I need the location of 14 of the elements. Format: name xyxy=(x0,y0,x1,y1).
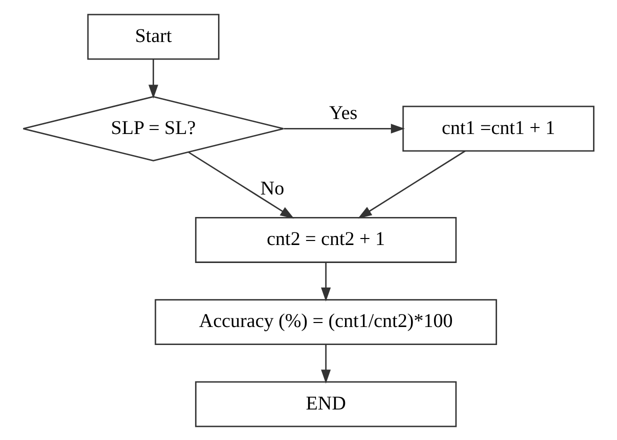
arrow xyxy=(358,150,466,218)
node-box: END xyxy=(195,380,457,427)
arrow xyxy=(321,262,331,301)
arrow xyxy=(148,58,158,98)
node-box: Accuracy (%) = (cnt1/cnt2)*100 xyxy=(154,298,498,345)
edge-label: No xyxy=(260,178,284,199)
node-box: Start xyxy=(87,13,220,60)
arrow xyxy=(284,123,405,134)
node-box: cnt2 = cnt2 + 1 xyxy=(195,216,457,262)
edge-label: Yes xyxy=(329,102,358,124)
arrow xyxy=(321,344,331,384)
node-diamond: SLP = SL? xyxy=(22,95,284,161)
arrow xyxy=(188,151,294,218)
node-box: cnt1 =cnt1 + 1 xyxy=(402,105,594,152)
